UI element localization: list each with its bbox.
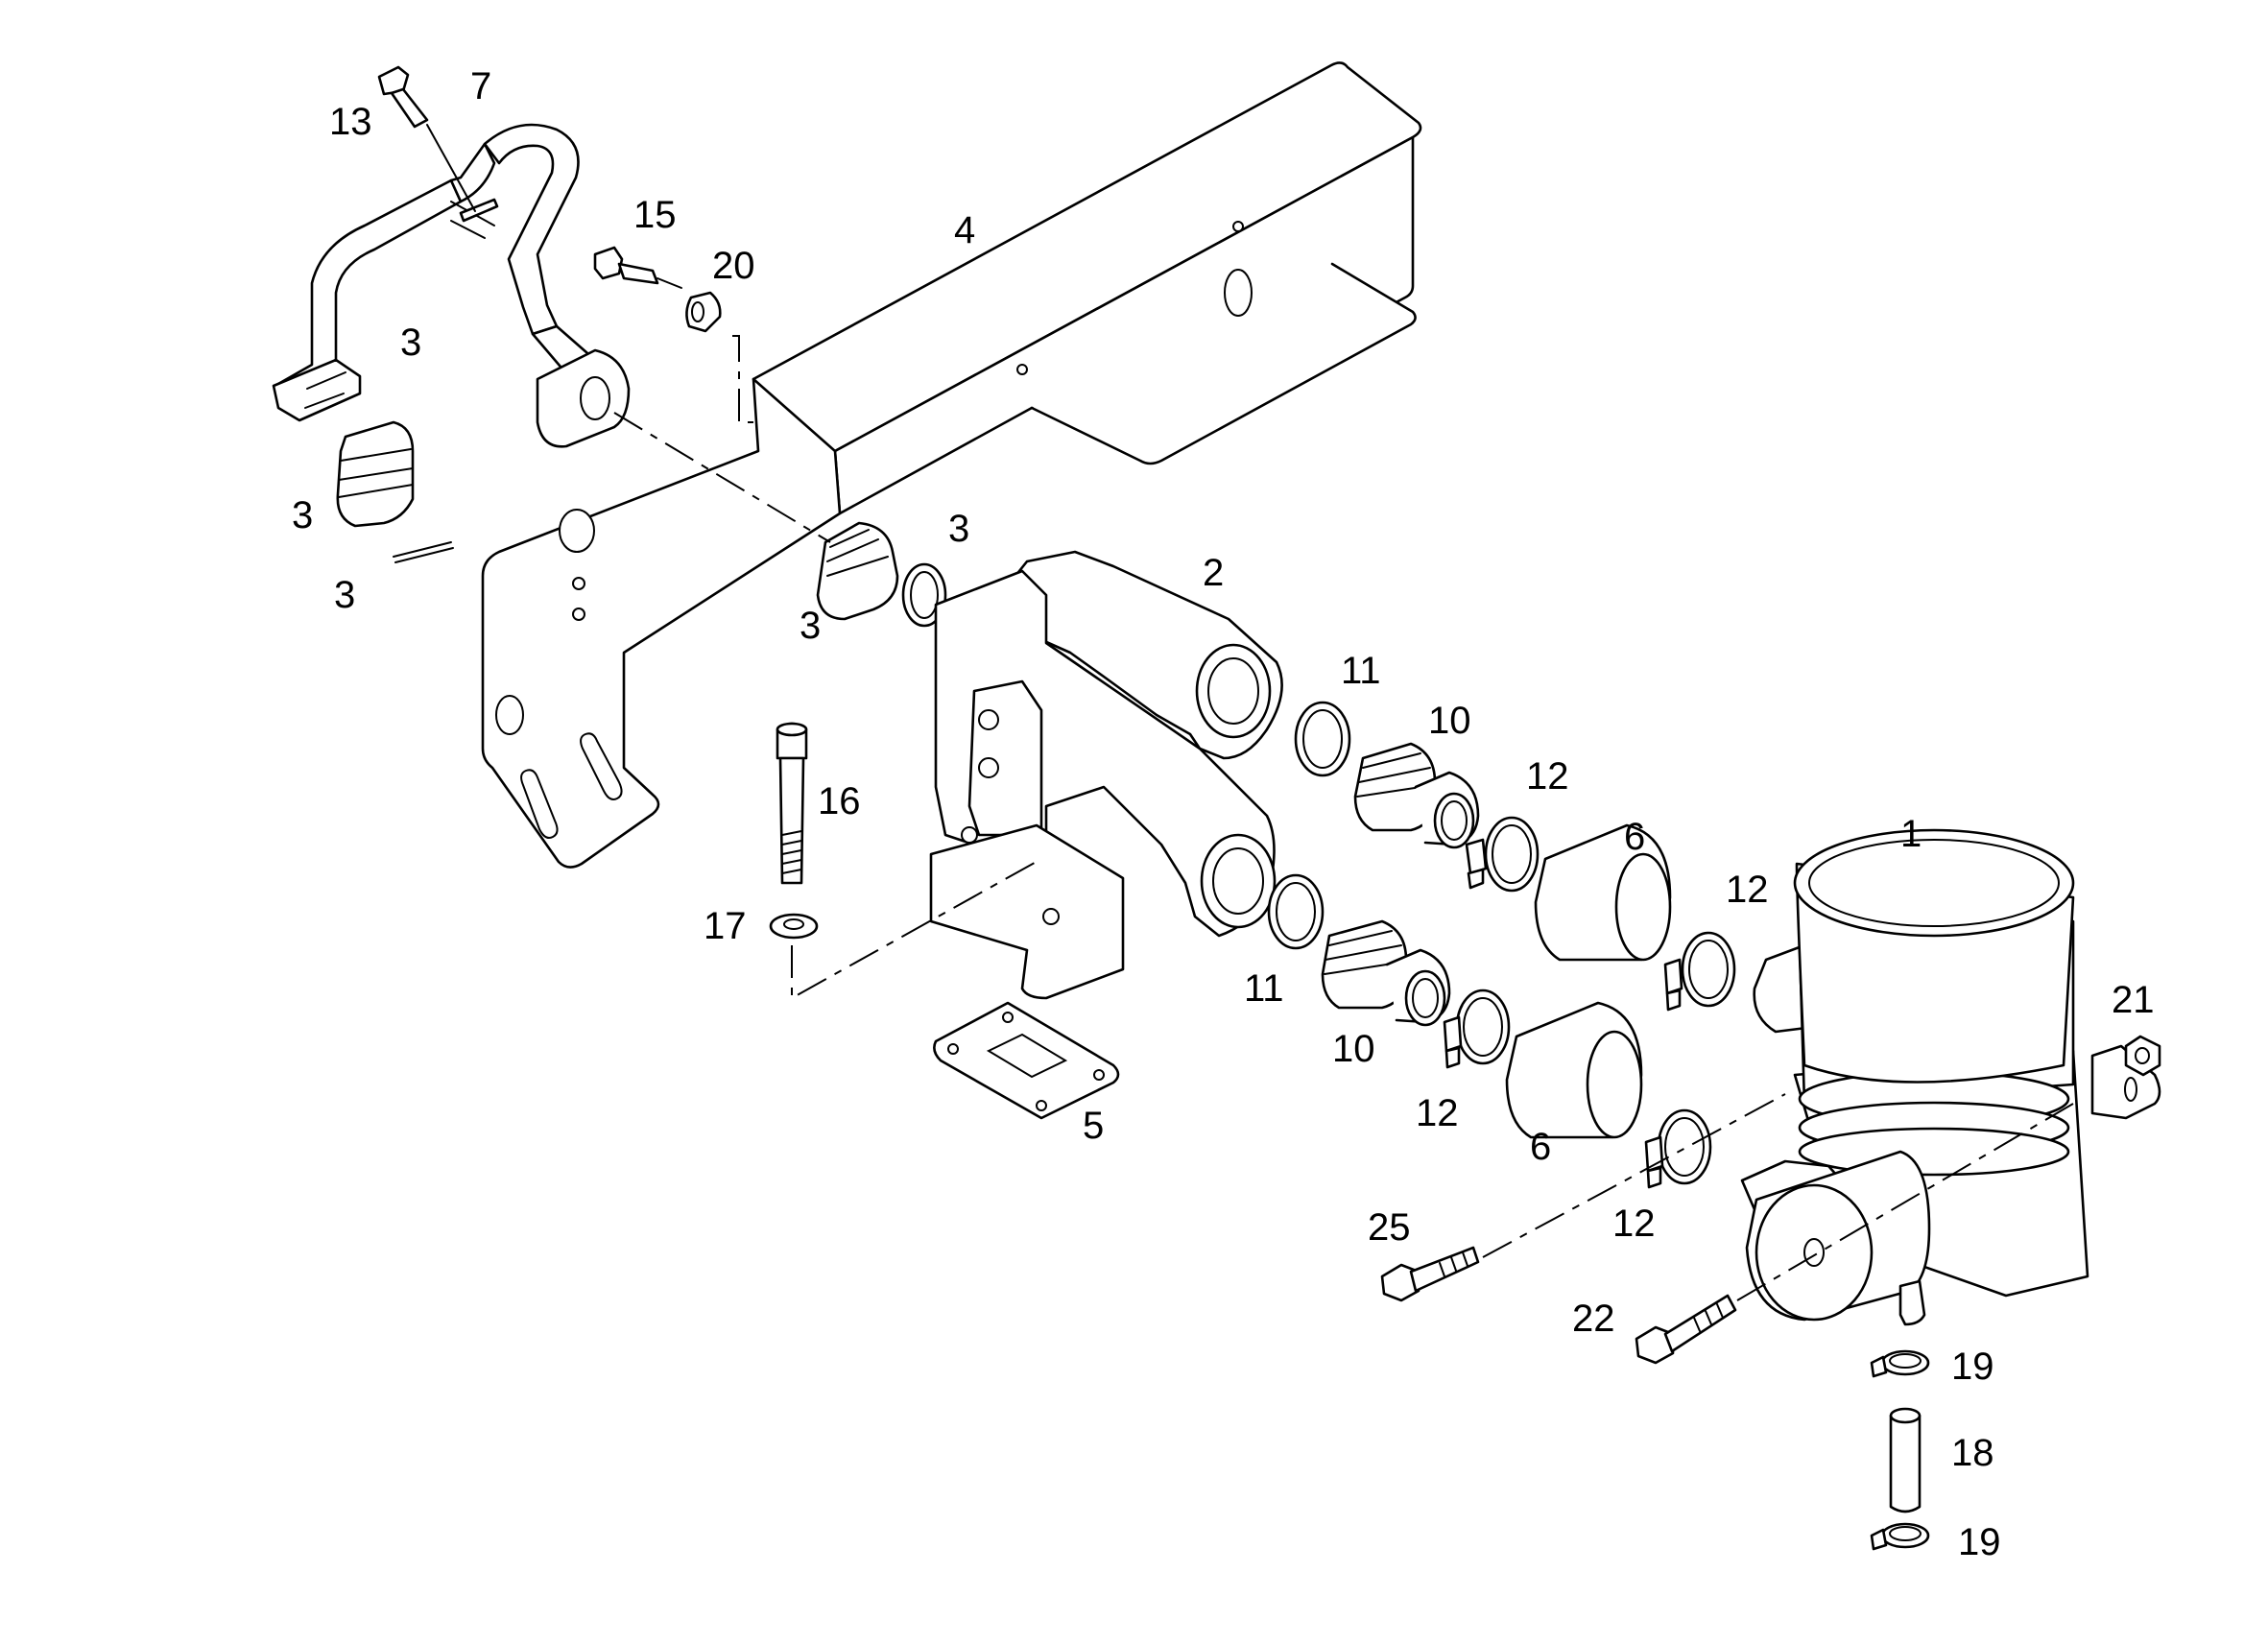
- o-ring-11-lower: [1267, 873, 1325, 950]
- fitting-10-upper: [1353, 742, 1480, 849]
- callout-22: 22: [1572, 1298, 1615, 1340]
- hose-6-upper: [1534, 823, 1672, 962]
- callout-19-lower: 19: [1958, 1521, 2001, 1563]
- callout-11-lower: 11: [1244, 967, 1284, 1010]
- callout-10-lower: 10: [1332, 1028, 1375, 1070]
- callout-3-connector: 3: [800, 605, 821, 647]
- hose-clamp-12-b: [1443, 989, 1511, 1069]
- fitting-10-lower: [1321, 919, 1451, 1027]
- callout-1: 1: [1900, 813, 1922, 855]
- callout-25: 25: [1368, 1206, 1411, 1249]
- hose-18: [1889, 1407, 1922, 1513]
- support-bracket: [481, 61, 1422, 869]
- callout-2: 2: [1203, 552, 1224, 594]
- callout-10-upper: 10: [1428, 700, 1471, 742]
- bolt-13: [377, 65, 499, 223]
- callout-16: 16: [818, 780, 861, 822]
- callout-19-upper: 19: [1951, 1346, 1994, 1388]
- fitting-3: [336, 420, 454, 563]
- hose-6-lower: [1505, 1001, 1643, 1139]
- nut-21: [2124, 1035, 2161, 1077]
- hose-clamp-12-c: [1663, 931, 1736, 1012]
- o-ring-11-upper: [1294, 701, 1351, 777]
- callout-3-mid-left: 3: [292, 494, 313, 536]
- alignment-lines: [613, 335, 2074, 1301]
- callout-5: 5: [1083, 1105, 1104, 1147]
- gasket-5: [933, 1001, 1120, 1120]
- callout-4: 4: [954, 209, 975, 251]
- callout-12-bottom: 12: [1612, 1203, 1656, 1245]
- callout-17: 17: [704, 905, 747, 947]
- spacer-20: [685, 291, 722, 333]
- callout-3-lower-left: 3: [334, 574, 355, 616]
- bolt-22: [1635, 1294, 1737, 1365]
- callout-15: 15: [633, 194, 677, 236]
- callout-13: 13: [329, 101, 372, 143]
- tank-assembly-1: [1740, 828, 2161, 1326]
- callout-12-upper: 12: [1526, 755, 1569, 798]
- callout-11-upper: 11: [1341, 650, 1381, 692]
- clamp-19-upper: [1870, 1349, 1930, 1378]
- callout-21: 21: [2112, 979, 2155, 1021]
- callout-3-upper: 3: [400, 322, 421, 364]
- callout-12-lower: 12: [1416, 1092, 1459, 1134]
- bolt-15: [593, 246, 682, 289]
- clamp-19-lower: [1870, 1522, 1930, 1551]
- bolt-25: [1380, 1246, 1480, 1302]
- manifold-2: [929, 550, 1283, 1000]
- hose-clamp-12-a: [1465, 816, 1540, 893]
- callout-6-upper: 6: [1624, 816, 1645, 858]
- callout-3-fitting: 3: [948, 508, 969, 550]
- callout-20: 20: [712, 245, 755, 287]
- pipe-assembly: [272, 123, 631, 448]
- bolt-16: [776, 722, 808, 885]
- callout-7: 7: [470, 65, 491, 107]
- callout-6-lower: 6: [1530, 1126, 1551, 1168]
- callout-labels: 13 7 15 20 4 3 3 3 3 3 2 11 10 12 6 1 12…: [292, 65, 2155, 1563]
- callout-18: 18: [1951, 1432, 1994, 1474]
- washer-17: [769, 913, 819, 940]
- callout-12-right: 12: [1726, 869, 1769, 911]
- connector-3: [816, 521, 947, 628]
- hose-clamp-12-d: [1644, 1108, 1712, 1189]
